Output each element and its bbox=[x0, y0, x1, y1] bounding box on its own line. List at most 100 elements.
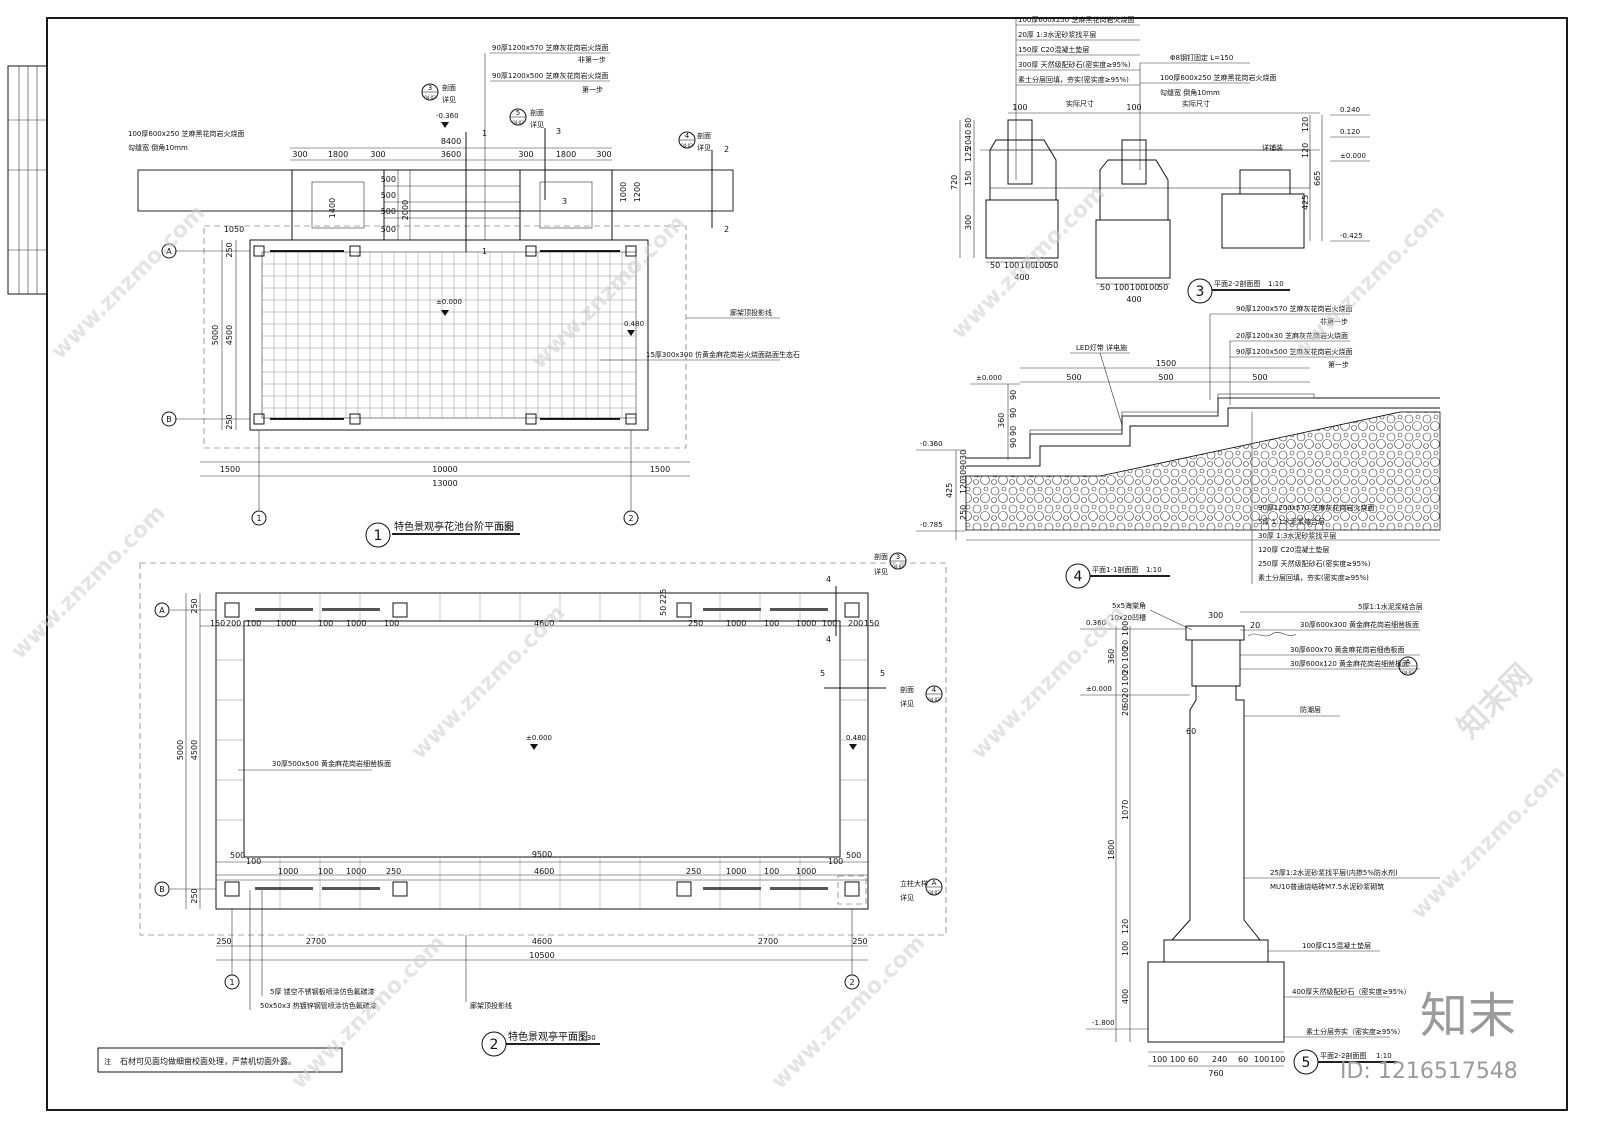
plan2-callout-right-sheet: 04-02 bbox=[928, 697, 940, 702]
sec4-bottom-note-0: 90厚1200x570 芝麻灰花岗岩火烧面 bbox=[1258, 503, 1374, 512]
plan2-dim-mid-11: 100 bbox=[828, 857, 843, 866]
sec4-dim-left-2: 360 bbox=[997, 413, 1006, 428]
plan2-dim-left-3: 250 bbox=[190, 888, 199, 903]
sec5-note-2: 5厚1:1水泥浆结合层 bbox=[1358, 602, 1423, 611]
plan2-dim-left-0: 250 bbox=[190, 598, 199, 613]
sec3-dim-bottom-4: 50 bbox=[1048, 261, 1058, 270]
plan2-title-num: 2 bbox=[490, 1037, 499, 1053]
sec4-top-note-2: 20厚1200x30 芝麻灰花岗岩火烧面 bbox=[1236, 331, 1348, 340]
sec5-dim-60: 60 bbox=[1186, 727, 1196, 736]
watermark-9: www.znzmo.com bbox=[1287, 200, 1451, 364]
plan2-column-sub: 详见 bbox=[900, 893, 914, 902]
plan1-dim-top-5: 1800 bbox=[556, 150, 576, 159]
plan2-dim-mid-7: 250 bbox=[686, 867, 701, 876]
watermark-4: www.znzmo.com bbox=[7, 500, 171, 664]
plan2-dim-top-12: 100 bbox=[822, 619, 837, 628]
sec3-dim-bottom-1: 100 bbox=[1004, 261, 1019, 270]
sec5-dim-20: 20 bbox=[1250, 621, 1260, 630]
watermark-3: www.znzmo.com bbox=[947, 180, 1111, 344]
sec4-title: 平面1-1剖面图 bbox=[1092, 565, 1138, 574]
plan2-dim-mid-12: 500 bbox=[846, 851, 861, 860]
plan2-axis-2: 2 bbox=[849, 978, 854, 987]
plan2-dim-mid-5: 250 bbox=[386, 867, 401, 876]
plan2-dim-mid-6: 4600 bbox=[534, 867, 554, 876]
sec3-dim-bottom-b3: 100 bbox=[1144, 283, 1159, 292]
plan1-dim-bottom-2: 1500 bbox=[650, 465, 670, 474]
sec4-top-note-3: 90厚1200x500 芝麻灰花岗岩火烧面 bbox=[1236, 347, 1352, 356]
plan1-dim-top-2: 300 bbox=[370, 150, 385, 159]
plan2-column-callout-sheet: 04-02 bbox=[928, 890, 940, 895]
sec3-dim-right-0: 120 bbox=[1301, 117, 1310, 132]
plan2-dim-mid-9: 100 bbox=[764, 867, 779, 876]
sec5-callout-num: A bbox=[1406, 658, 1411, 666]
plan1-callout-a-sheet: 04-02 bbox=[424, 95, 436, 100]
plan1-dim-2000: 2000 bbox=[401, 200, 410, 220]
sec3-dim-400-b: 400 bbox=[1126, 295, 1141, 304]
plan2-cut-5-right: 5 bbox=[880, 669, 885, 678]
plan2-scale: 1:30 bbox=[580, 1034, 596, 1042]
plan1-top-note-1: 非第一步 bbox=[578, 55, 606, 64]
sec5-dim-left-8: 20 bbox=[1121, 706, 1130, 716]
plan1-axis-2: 2 bbox=[628, 514, 633, 523]
sec5-mortar-note: 25厚1:2水泥砂浆找平层(内掺5%防水剂) bbox=[1270, 868, 1398, 877]
plan2-axis-b: B bbox=[159, 885, 165, 894]
plan1-callout-a-sub: 详见 bbox=[442, 95, 456, 104]
sec4-bottom-note-4: 250厚 天然级配砂石(密实度≥95%) bbox=[1258, 559, 1371, 568]
sec3-level-3: -0.425 bbox=[1340, 232, 1363, 240]
sec5-dim-bottom-2: 60 bbox=[1188, 1055, 1198, 1064]
plan1-callout-c-sheet: 04-02 bbox=[681, 143, 693, 148]
sec5-dim-bottom-3: 240 bbox=[1212, 1055, 1227, 1064]
plan2-cut-4-bottom: 4 bbox=[826, 635, 831, 644]
sec5-note-5: 30厚600x120 黄金麻花岗岩细凿板面 bbox=[1290, 659, 1409, 668]
sec3-dim-right-2: 665 bbox=[1313, 171, 1322, 186]
plan2-dim-9500: 9500 bbox=[532, 850, 552, 859]
plan2-axis-a: A bbox=[159, 606, 165, 615]
sec5-dim-left-11: 1800 bbox=[1107, 840, 1116, 860]
plan1-top-note-3: 第一步 bbox=[582, 85, 603, 94]
sec3-dim-bottom-0: 50 bbox=[990, 261, 1000, 270]
sec4-dim-left-3: 90 bbox=[1009, 426, 1018, 436]
sec3-width-note-2: 实际尺寸 bbox=[1182, 99, 1210, 108]
plan2-dim-mid-2: 1000 bbox=[278, 867, 298, 876]
plan2-dim-top-6: 100 bbox=[384, 619, 399, 628]
sec5-dim-left-6: 20 bbox=[1121, 688, 1130, 698]
plan2-callout-top-label: 剖面 bbox=[874, 552, 888, 561]
sec3-dim-left-3: 125 bbox=[964, 147, 973, 162]
plan2-dim-bottom-4: 250 bbox=[852, 937, 867, 946]
plan1-cut-3-bottom: 3 bbox=[562, 197, 567, 206]
id-label: ID: 1216517548 bbox=[1340, 1059, 1518, 1084]
sec5-title-num: 5 bbox=[1302, 1055, 1311, 1071]
sec4-dim-1500: 1500 bbox=[1156, 359, 1176, 368]
sec5-brick-note: MU10普通烧结砖M7.5水泥砂浆砌筑 bbox=[1270, 882, 1384, 891]
plan2-dim-left-1: 5000 bbox=[176, 740, 185, 760]
sec3-dim-bottom-3: 100 bbox=[1034, 261, 1049, 270]
sec3-layer-2: 150厚 C20混凝土垫层 bbox=[1018, 45, 1089, 54]
plan2-dim-bottom-2: 4600 bbox=[532, 937, 552, 946]
plan1-dim-1200: 1200 bbox=[633, 182, 642, 202]
sec3-right-note-3: 勾缝宽 倒角10mm bbox=[1160, 88, 1220, 97]
sec3-dim-bottom-b0: 50 bbox=[1100, 283, 1110, 292]
sec4-dim-top-2: 500 bbox=[1252, 373, 1267, 382]
plan2-level-right: 0.480 bbox=[846, 734, 866, 742]
sec5-dim-left-2: 360 bbox=[1107, 649, 1116, 664]
plan2-axis-1: 1 bbox=[229, 978, 234, 987]
sec4-bottom-note-3: 120厚 C20混凝土垫层 bbox=[1258, 545, 1329, 554]
plan1-dim-top-4: 300 bbox=[518, 150, 533, 159]
sec5-callout-sheet: 04-02 bbox=[1402, 670, 1414, 675]
plan2-dim-top-11: 1000 bbox=[796, 619, 816, 628]
plan2-dim-mid-8: 1000 bbox=[726, 867, 746, 876]
sec5-scale: 1:10 bbox=[1376, 1052, 1392, 1060]
plan-1-terrace: A B 1 2 8400 300 1800 300 3600 300 1800 … bbox=[128, 43, 800, 548]
sec4-level-1: -0.360 bbox=[920, 440, 943, 448]
sec5-dim-left-5: 100 bbox=[1121, 671, 1130, 686]
plan2-column-callout-num: A bbox=[932, 879, 937, 887]
sec4-led-note: LED灯带 详电施 bbox=[1076, 343, 1127, 352]
sec5-note-3: 30厚600x300 黄金麻花岗岩细凿板面 bbox=[1300, 620, 1419, 629]
plan2-dim-mid-0: 500 bbox=[230, 851, 245, 860]
plan2-callout-right-sub: 详见 bbox=[900, 699, 914, 708]
watermark-cn-1: 知末网 bbox=[1451, 657, 1539, 745]
footer-note-box bbox=[97, 1047, 343, 1073]
plan1-dim-top-0: 300 bbox=[292, 150, 307, 159]
sec5-dim-bottom-0: 100 bbox=[1152, 1055, 1167, 1064]
